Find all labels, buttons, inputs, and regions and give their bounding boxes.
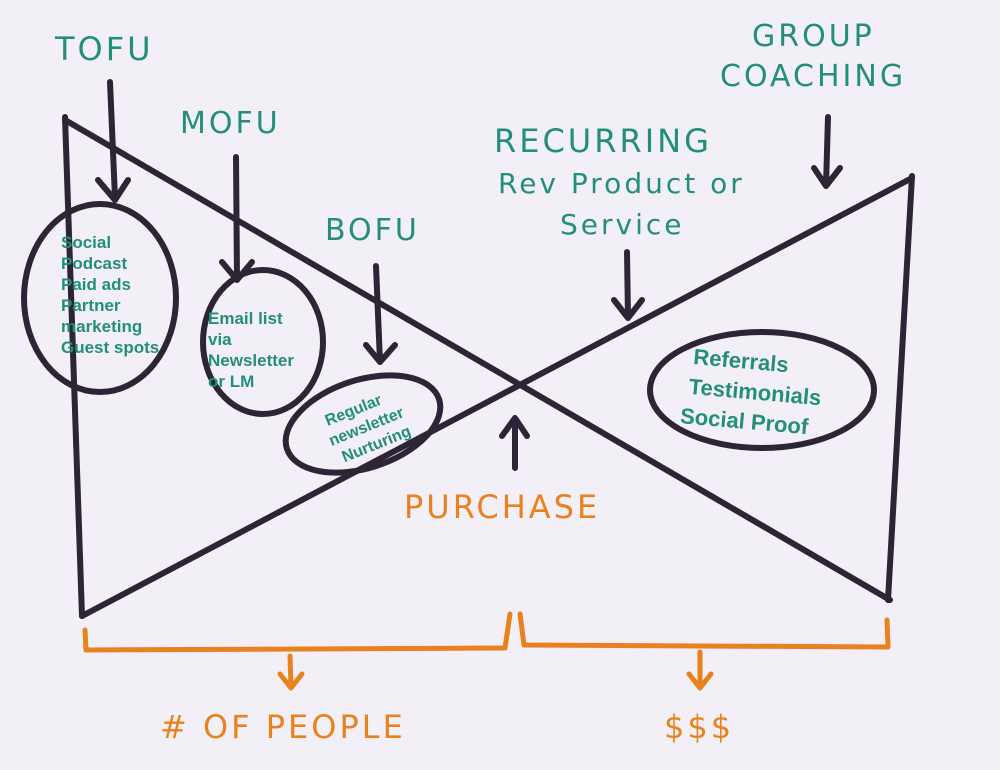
tofu-oval: [21, 201, 179, 395]
tofu-item: marketing: [61, 317, 142, 336]
mofu-item: Newsletter: [208, 351, 294, 370]
mofu-item: via: [208, 330, 232, 349]
mofu-arrow-icon: [219, 154, 255, 283]
retention-oval: [647, 329, 877, 451]
num-people-label: # OF PEOPLE: [160, 708, 406, 746]
people-bracket: [82, 611, 513, 653]
money-arrow-icon: [686, 649, 714, 691]
tofu-item: Podcast: [61, 254, 127, 273]
tofu-item: Paid ads: [61, 275, 131, 294]
bowtie-shape: [62, 114, 915, 619]
tofu-channels: Social Podcast Paid ads Partner marketin…: [61, 233, 159, 357]
bofu-label: BOFU: [325, 213, 420, 248]
mofu-item: or LM: [208, 372, 254, 391]
retention-item: Referrals: [692, 344, 789, 377]
mofu-channels: Email list via Newsletter or LM: [208, 309, 294, 391]
bofu-arrow-icon: [363, 263, 398, 365]
retention-item: Social Proof: [679, 403, 810, 439]
ascending-diagonal: [79, 175, 915, 619]
group-coaching-label-line1: GROUP: [752, 19, 875, 54]
people-arrow-icon: [277, 653, 305, 691]
coaching-arrow-icon: [811, 114, 843, 189]
recurring-arrow-icon: [611, 249, 645, 321]
tofu-item: Guest spots: [61, 338, 159, 357]
mofu-oval: [200, 267, 326, 417]
tofu-label: TOFU: [54, 30, 154, 68]
group-coaching-label-line2: COACHING: [720, 59, 906, 94]
money-bracket: [517, 611, 891, 650]
mofu-item: Email list: [208, 309, 283, 328]
tofu-arrow-icon: [95, 79, 131, 203]
descending-diagonal: [62, 117, 893, 603]
recurring-label-line2: Rev Product or: [498, 167, 745, 200]
money-label: $$$: [664, 708, 734, 746]
bofu-oval: [282, 372, 444, 476]
recurring-label-line3: Service: [560, 208, 684, 241]
tofu-item: Partner: [61, 296, 121, 315]
tofu-item: Social: [61, 233, 111, 252]
purchase-arrow-icon: [499, 415, 530, 471]
recurring-label-line1: RECURRING: [494, 122, 712, 160]
purchase-label: PURCHASE: [404, 488, 600, 526]
left-edge-line: [62, 114, 85, 619]
mofu-label: MOFU: [180, 106, 281, 141]
retention-channels: Referrals Testimonials Social Proof: [679, 344, 822, 439]
right-edge-line: [885, 173, 915, 603]
